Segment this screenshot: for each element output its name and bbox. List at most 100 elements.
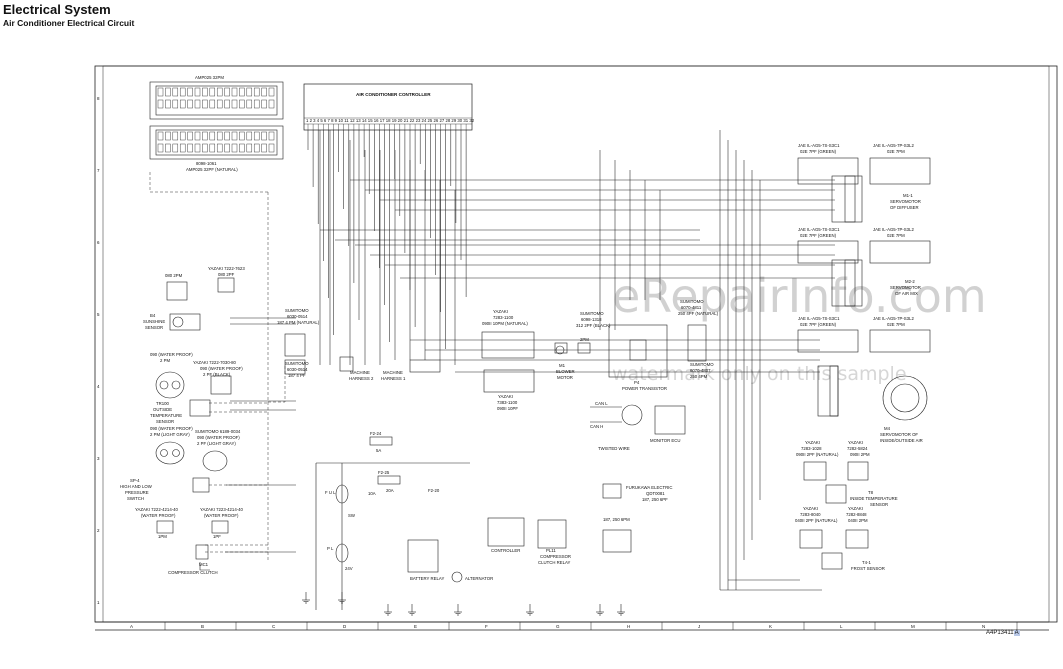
connector-pin xyxy=(224,143,230,153)
connector-pin xyxy=(187,87,193,97)
row-marker: 2 xyxy=(97,528,100,533)
sumi3-c: 2 PF (LIGHT GRAY) xyxy=(197,441,236,446)
connector-pin xyxy=(216,143,223,153)
inside-temp-sensor xyxy=(803,461,869,504)
alternator-label: ALTERNATOR xyxy=(465,576,493,581)
sumi-a: SUMITOMO xyxy=(285,308,309,313)
fuse-b: 5A xyxy=(376,448,381,453)
furuk-b: QDT0081 xyxy=(646,491,665,496)
sumi6-a: SUMITOMO xyxy=(690,362,714,367)
outside-c: TEMPERATURE xyxy=(150,413,182,418)
sumi6-b: 6070-4807 xyxy=(690,368,711,373)
jae-2-b: 02E 7PF (GREEN) xyxy=(800,233,837,238)
connector-pin xyxy=(157,87,164,97)
yaz5-c: 090II 10PM (NATURAL) xyxy=(482,321,528,326)
m1-label-c: OF DIFFUSER xyxy=(890,205,919,210)
wp2-a: 090 (WATER PROOF) xyxy=(150,426,193,431)
yaz5-b: 7283-1100 xyxy=(493,315,514,320)
connector-pin xyxy=(268,87,275,97)
connector-pin xyxy=(239,99,245,109)
page-title: Electrical System xyxy=(3,2,111,17)
can-h-label: CAN H xyxy=(590,424,603,429)
yaz10-b: 7282-8848 xyxy=(846,512,867,517)
col-marker: A xyxy=(130,624,133,629)
yaz6-c: 090II 10PF xyxy=(497,406,518,411)
connector-pin xyxy=(202,131,208,141)
connector-pin xyxy=(216,99,223,109)
connector-pin xyxy=(261,143,267,153)
col-marker: B xyxy=(201,624,204,629)
connector-pin xyxy=(179,143,186,153)
connector-pin xyxy=(209,99,216,109)
col-marker: E xyxy=(414,624,417,629)
sumi2-a: SUMITOMO xyxy=(285,361,309,366)
sp-d: SWITCH xyxy=(127,496,144,501)
can-l-label: CAN L xyxy=(595,401,608,406)
clutch-a: MC1 xyxy=(199,562,209,567)
connector-pin xyxy=(246,131,253,141)
compressor-clutch xyxy=(156,520,229,571)
connector-pin xyxy=(209,131,216,141)
sw-label: SW xyxy=(348,513,356,518)
col-marker: J xyxy=(698,624,700,629)
inside-b: INSIDE TEMPERATURE xyxy=(850,496,898,501)
connector-pin xyxy=(231,87,238,97)
yaz7-a: YAZAKI xyxy=(805,440,820,445)
m2-label-a: M2-2 xyxy=(905,279,915,284)
amp-bottom-label-a: 8098-1061 xyxy=(196,161,217,166)
power-supply-section xyxy=(315,436,567,610)
controller-box xyxy=(303,83,473,131)
yaz5-a: YAZAKI xyxy=(493,309,508,314)
fuse-e: F2-20 xyxy=(428,488,440,493)
amp-top-label: AMP025 32PM xyxy=(195,75,224,80)
controller-title: AIR CONDITIONER CONTROLLER xyxy=(356,92,431,97)
connector-pin xyxy=(239,87,245,97)
m3-label-a: M4 xyxy=(884,426,891,431)
yazaki-top-2: 080 2PF xyxy=(218,272,235,277)
connector-pin xyxy=(246,143,253,153)
col-marker: K xyxy=(769,624,772,629)
amp-bottom-label-b: AMP025 32PF (NATURAL) xyxy=(186,167,238,172)
connector-pin xyxy=(194,87,201,97)
col-marker: C xyxy=(272,624,276,629)
battery-v-label: 24V xyxy=(345,566,353,571)
connector-pin xyxy=(165,99,171,109)
watermark-text: eRepairInfo.com xyxy=(612,269,987,323)
connector-pin xyxy=(179,87,186,97)
m2-label-c: OF AIR MIX xyxy=(895,291,918,296)
sumitomo-connectors xyxy=(284,333,441,375)
sumi3-a: SUMITOMO 6189-0034 xyxy=(195,429,241,434)
sumi-b: 6030-0514 xyxy=(287,314,308,319)
harness2-a: MACHINE xyxy=(350,370,370,375)
inside-a: T8 xyxy=(868,490,874,495)
sumi4-a: SUMITOMO xyxy=(580,311,604,316)
relay-a: PL11 xyxy=(546,548,556,553)
connector-pin xyxy=(202,99,208,109)
frost-a: T4-1 xyxy=(862,560,871,565)
blower-a: 2PM xyxy=(580,337,589,342)
outside-d: SENSOR xyxy=(156,419,174,424)
jae-1-b: 02E 7PF (GREEN) xyxy=(800,149,837,154)
sp-b: HIGH AND LOW xyxy=(120,484,153,489)
connector-pin xyxy=(261,87,267,97)
furukawa-connector xyxy=(602,483,632,553)
relay-b: COMPRESSOR xyxy=(540,554,571,559)
connector-pin xyxy=(224,87,230,97)
yaz6-a: YAZAKI xyxy=(498,394,513,399)
jae-2-c: JAE IL-AG5-7P-S3L2 xyxy=(873,227,914,232)
connector-pin xyxy=(165,143,171,153)
jae-3-c: JAE IL-AG5-7P-S3L2 xyxy=(873,316,914,321)
ground-symbols xyxy=(302,592,625,616)
sumi2-b: 6030-0514 xyxy=(287,367,308,372)
col-marker: L xyxy=(840,624,843,629)
connector-pin xyxy=(179,131,186,141)
sun-a: 080 2PM xyxy=(165,273,183,278)
ful-label: F U L xyxy=(325,490,336,495)
furuk-a: FURUKAWA ELECTRIC xyxy=(626,485,672,490)
blower-motor xyxy=(554,342,591,355)
connector-pin xyxy=(187,99,193,109)
sumi5-b: 6070-4811 xyxy=(681,305,702,310)
col-marker: H xyxy=(627,624,630,629)
